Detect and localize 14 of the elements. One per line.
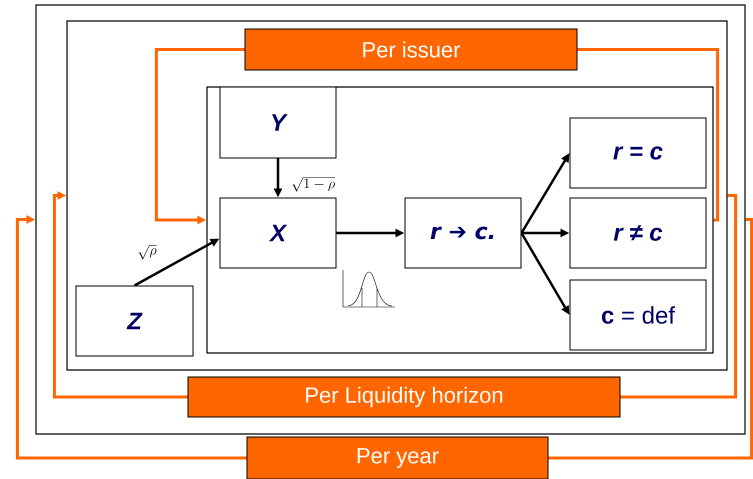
variable-box: c = def xyxy=(570,280,706,350)
variable-box: r ➔ c. xyxy=(404,198,522,268)
variable-box: r = c xyxy=(570,118,706,188)
arrow xyxy=(16,215,246,460)
edge-label: $\sqrt{\rho}$ xyxy=(138,245,157,260)
variable-box: Z xyxy=(76,286,194,356)
variable-box: r ≠ c xyxy=(570,198,706,268)
variable-box: X xyxy=(220,198,336,268)
loop-label-bar: Per year xyxy=(246,436,548,479)
loop-label-bar: Per issuer xyxy=(244,28,578,70)
arrow xyxy=(52,191,188,398)
edge-label: $\sqrt{1-\rho}$ xyxy=(292,177,336,192)
variable-box: Y xyxy=(220,86,336,158)
loop-label-bar: Per Liquidity horizon xyxy=(188,376,620,418)
